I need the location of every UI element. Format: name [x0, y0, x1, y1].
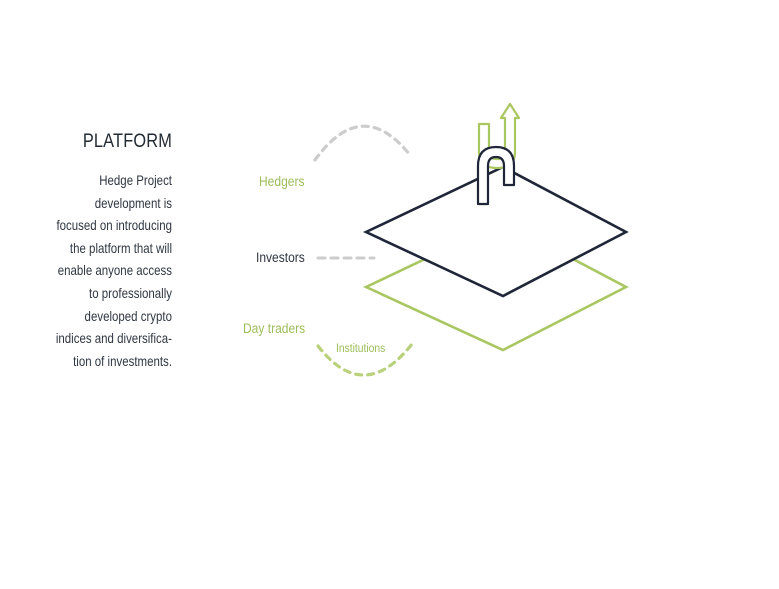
hedgers-label: Hedgers [259, 173, 305, 189]
description-line: enable anyone access [57, 262, 173, 279]
description-line: Hedge Project [99, 172, 172, 188]
description-line: to professionally [89, 284, 172, 301]
dark-pipe [476, 145, 516, 206]
institutions-label: Institutions [336, 342, 386, 355]
description-line: developed crypto [84, 307, 172, 324]
platform-title: PLATFORM [82, 131, 172, 152]
description-line: indices and diversifica- [55, 330, 173, 347]
dark-plane [362, 165, 629, 298]
description-line: tion of investments. [73, 352, 172, 369]
hedgers-dashed-arc [313, 124, 412, 162]
platform-description: Hedge Project development is focused on … [56, 169, 172, 372]
investors-label: Investors [256, 249, 305, 265]
description-line: the platform that will [69, 239, 172, 256]
description-line: development is [94, 194, 172, 211]
institutions-dashed-arc [316, 342, 414, 377]
description-line: focused on introducing [56, 217, 172, 234]
day-traders-label: Day traders [243, 320, 306, 336]
